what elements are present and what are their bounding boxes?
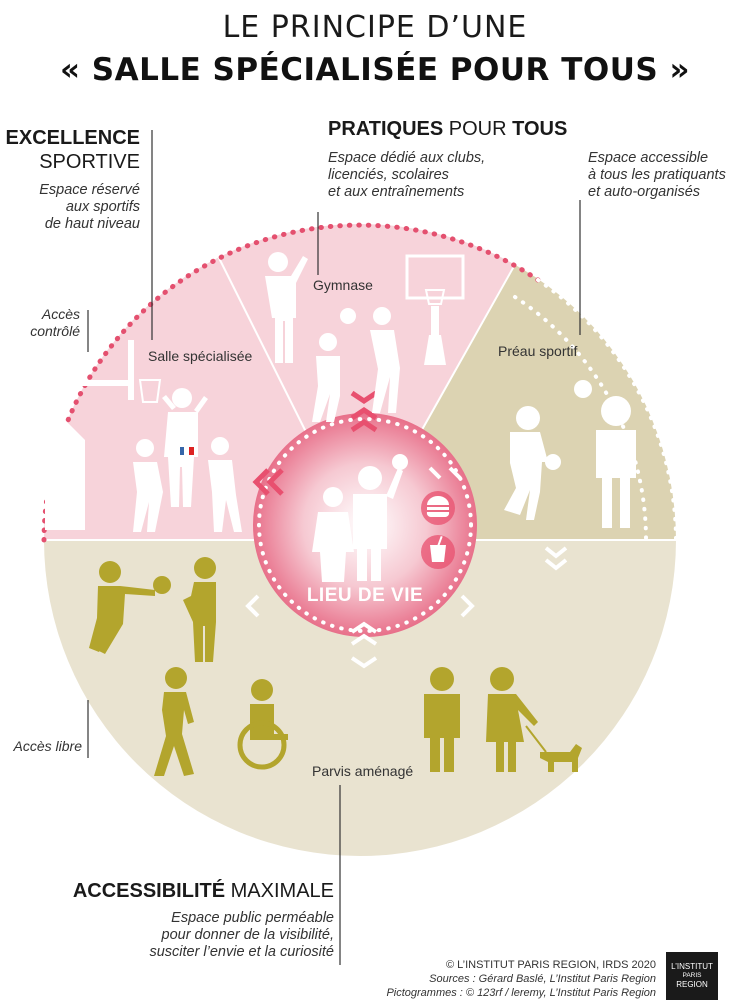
burger-icon [426,496,450,518]
gym-hoop-icon [405,254,465,365]
chevron-arrows-icon [245,390,568,669]
logo-line: L’INSTITUT [671,962,713,971]
walking-person-icon [154,667,194,776]
gymnase-label: Gymnase [313,277,373,293]
institut-logo: L’INSTITUT PARIS REGION [666,952,718,1000]
excellence-desc-line: Espace réservé [39,182,140,198]
accessible-desc-line: Espace accessible [588,150,709,166]
pratiques-desc-line: Espace dédié aux clubs, [328,150,486,166]
excellence-title-bold: EXCELLENCE [5,127,140,149]
acces-controle-line: contrôlé [30,323,80,339]
acces-controle-label: Accès contrôlé [0,306,80,340]
dribbling-players-icon [504,380,636,528]
volleyball-players-icon [312,307,400,422]
credits: © L’INSTITUT PARIS REGION, IRDS 2020 Sou… [300,958,656,1000]
title-line-2: « SALLE SPÉCIALISÉE POUR TOUS » [59,52,691,88]
salle-specialisee-label: Salle spécialisée [148,348,253,364]
acces-controle-line: Accès [41,306,80,322]
pratiques-desc-line: et aux entraînements [328,184,465,200]
excellence-desc-line: aux sportifs [65,199,140,215]
pratiques-title: PRATIQUES POUR TOUS [328,118,567,141]
accessibilite-title-rest: MAXIMALE [225,880,334,902]
preau-sportif-label: Préau sportif [498,343,578,359]
pratiques-title-bold: PRATIQUES [328,118,444,140]
referee-icon [265,252,308,363]
credits-pictograms: Pictogrammes : © 123rf / leremy, L’Insti… [386,987,656,999]
passing-players-icon [89,557,216,662]
leader-lines [87,130,581,965]
lieu-de-vie-label: LIEU DE VIE [306,585,424,606]
standing-person-icon [424,667,460,772]
pratiques-desc-line: licenciés, scolaires [328,167,449,183]
accessibilite-desc-line: susciter l’envie et la curiosité [149,944,334,960]
excellence-title: EXCELLENCE [0,127,140,150]
excellence-description: Espace réservé aux sportifs de haut nive… [0,182,140,233]
preau-border [536,278,678,542]
pratiques-title-mid: POUR [443,118,513,140]
accessibilite-title-bold: ACCESSIBILITÉ [72,880,226,902]
wheelchair-user-icon [237,679,288,770]
excellence-desc-line: de haut niveau [44,216,140,232]
accessibilite-desc-line: pour donner de la visibilité, [161,927,335,943]
excellence-subtitle: SPORTIVE [39,151,140,173]
logo-line: REGION [676,980,708,989]
accessibilite-desc-line: Espace public perméable [171,910,334,926]
accessibilite-description: Espace public perméable pour donner de l… [0,910,334,961]
basketball-hoop-icon [45,340,162,530]
family-icon [312,454,408,582]
pratiques-description: Espace dédié aux clubs, licenciés, scola… [328,150,485,201]
drink-icon [430,535,446,562]
accessible-desc-line: à tous les pratiquants [588,167,726,183]
accessible-description: Espace accessible à tous les pratiquants… [588,150,726,201]
accessible-desc-line: et auto-organisés [588,184,701,200]
credits-sources: Sources : Gérard Baslé, L’Institut Paris… [429,973,656,985]
pratiques-title-bold2: TOUS [512,118,568,140]
credits-copyright: © L’INSTITUT PARIS REGION, IRDS 2020 [445,959,656,971]
title-line-1: LE PRINCIPE D’UNE [222,10,528,45]
logo-line: PARIS [682,972,702,979]
basketball-players-icon [133,388,242,532]
parvis-amenage-label: Parvis aménagé [312,763,414,779]
accessibilite-title: ACCESSIBILITÉ MAXIMALE [0,880,334,903]
dog-walker-icon [486,667,582,772]
acces-libre-label: Accès libre [13,738,82,754]
